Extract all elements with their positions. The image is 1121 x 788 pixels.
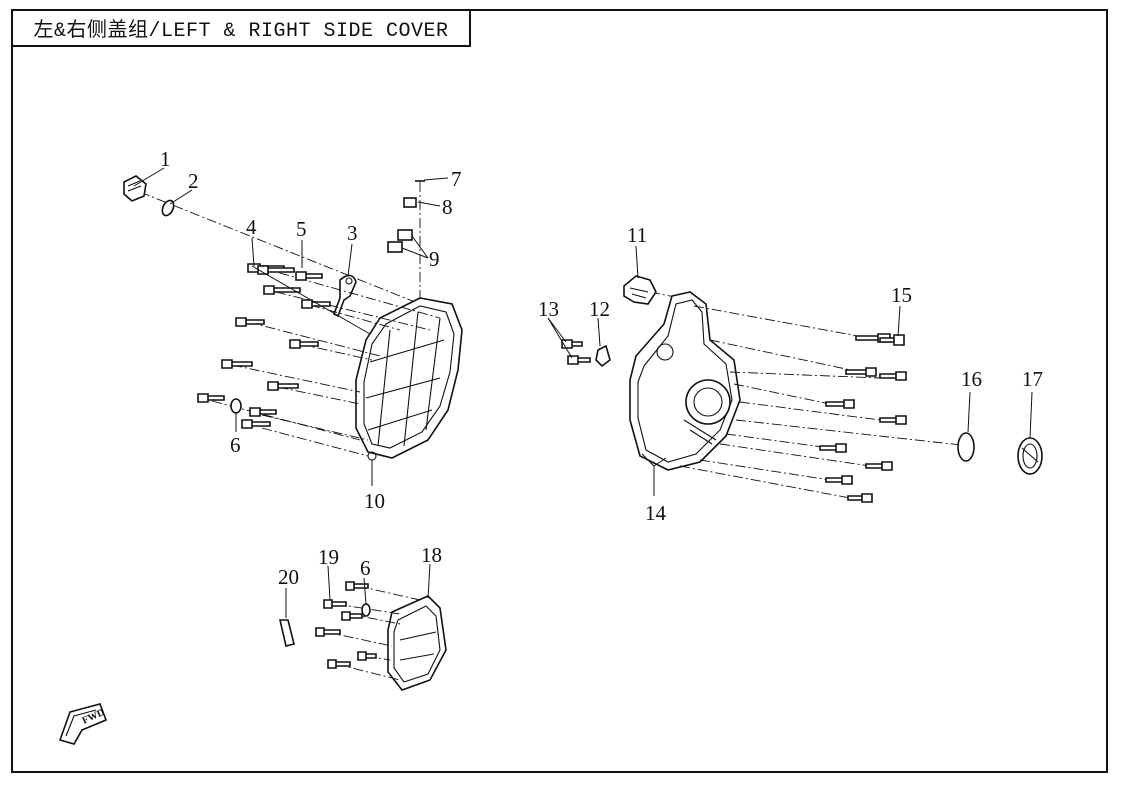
callout-6-lower: 6 bbox=[360, 556, 371, 580]
drawing-frame bbox=[11, 9, 1108, 773]
part-16-o-ring[interactable] bbox=[957, 432, 975, 462]
part-3-bracket[interactable] bbox=[332, 274, 357, 318]
callout-6: 6 bbox=[230, 433, 241, 457]
part-12-clip[interactable] bbox=[595, 344, 611, 368]
callout-4: 4 bbox=[246, 215, 257, 239]
callout-19: 19 bbox=[318, 545, 339, 569]
part-19-small-cover-bolts[interactable] bbox=[315, 581, 421, 681]
part-11-sensor[interactable] bbox=[623, 275, 657, 305]
callout-1: 1 bbox=[160, 147, 171, 171]
diagram-title: 左&右侧盖组/LEFT & RIGHT SIDE COVER bbox=[33, 20, 449, 43]
part-1-filler-cap[interactable] bbox=[123, 175, 147, 202]
part-9-dowel-upper[interactable] bbox=[397, 229, 413, 241]
callout-13: 13 bbox=[538, 297, 559, 321]
part-8-bush[interactable] bbox=[403, 197, 417, 208]
callout-18: 18 bbox=[421, 543, 442, 567]
fwd-direction-badge: FWD bbox=[58, 703, 108, 745]
part-15-right-cover-bolts[interactable] bbox=[679, 305, 971, 503]
callout-3: 3 bbox=[347, 221, 358, 245]
callout-numbers: 1 2 3 4 5 6 7 8 9 10 11 12 13 14 15 16 1… bbox=[160, 147, 1043, 589]
callout-11: 11 bbox=[627, 223, 647, 247]
callout-7: 7 bbox=[451, 167, 462, 191]
part-6-washer-small[interactable] bbox=[361, 603, 371, 617]
callout-17: 17 bbox=[1022, 367, 1043, 391]
diagram-title-box: 左&右侧盖组/LEFT & RIGHT SIDE COVER bbox=[11, 9, 471, 47]
callout-2: 2 bbox=[188, 169, 199, 193]
callout-12: 12 bbox=[589, 297, 610, 321]
callout-20: 20 bbox=[278, 565, 299, 589]
callout-16: 16 bbox=[961, 367, 982, 391]
callout-14: 14 bbox=[645, 501, 667, 525]
callout-10: 10 bbox=[364, 489, 385, 513]
right-side-cover-group bbox=[561, 275, 1043, 503]
part-6-washer[interactable] bbox=[230, 398, 242, 414]
part-10-left-side-cover[interactable] bbox=[355, 297, 463, 461]
part-20-pin[interactable] bbox=[278, 619, 295, 647]
part-17-cap[interactable] bbox=[1017, 437, 1043, 475]
small-cover-group bbox=[278, 581, 447, 691]
leader-lines bbox=[133, 167, 1033, 618]
part-13-small-bolts[interactable] bbox=[561, 339, 591, 365]
callout-15: 15 bbox=[891, 283, 912, 307]
callout-8: 8 bbox=[442, 195, 453, 219]
callout-5: 5 bbox=[296, 217, 307, 241]
part-18-small-cover[interactable] bbox=[387, 595, 447, 691]
part-2-o-ring[interactable] bbox=[160, 199, 176, 218]
part-9-dowel-lower[interactable] bbox=[387, 241, 403, 253]
left-side-cover-group bbox=[123, 175, 463, 461]
part-14-right-side-cover[interactable] bbox=[629, 291, 741, 471]
callout-9: 9 bbox=[429, 247, 440, 271]
